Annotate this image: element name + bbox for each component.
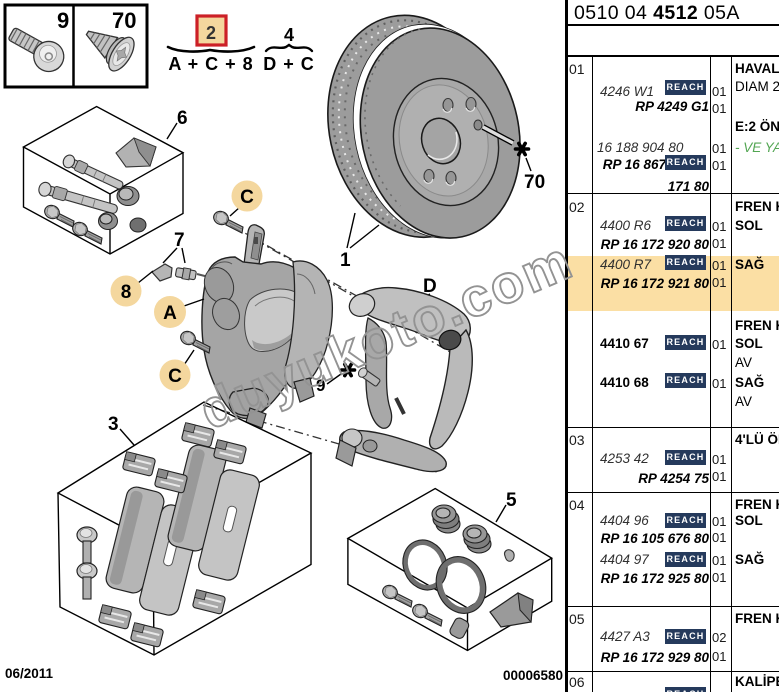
svg-text:7: 7 (174, 230, 185, 251)
svg-text:D: D (423, 276, 437, 297)
svg-text:9: 9 (316, 376, 325, 395)
svg-text:3: 3 (108, 414, 119, 435)
svg-text:8: 8 (121, 282, 132, 303)
svg-text:4: 4 (284, 25, 294, 45)
svg-text:C: C (240, 187, 254, 208)
svg-text:D + C: D + C (263, 54, 315, 74)
svg-text:2: 2 (206, 23, 216, 43)
svg-text:70: 70 (112, 8, 136, 33)
svg-text:A: A (163, 303, 177, 324)
svg-text:5: 5 (506, 490, 517, 511)
svg-text:70: 70 (524, 172, 545, 193)
svg-text:A + C + 8: A + C + 8 (168, 54, 253, 74)
svg-text:C: C (168, 366, 182, 387)
svg-text:9: 9 (57, 8, 69, 33)
svg-text:1: 1 (340, 250, 351, 271)
svg-text:6: 6 (177, 108, 188, 129)
